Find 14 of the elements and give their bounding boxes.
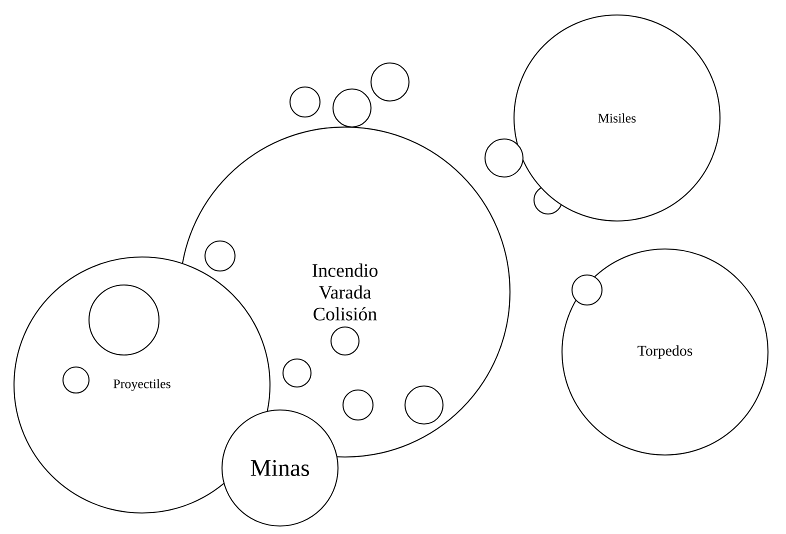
small-circle <box>88 284 160 356</box>
bubble: Minas <box>221 409 339 527</box>
small-circle <box>484 138 524 178</box>
small-circle <box>330 326 360 356</box>
small-circle <box>342 389 374 421</box>
bubble: Torpedos <box>562 248 769 456</box>
small-circle <box>282 358 312 388</box>
small-circle <box>332 88 372 128</box>
small-circle <box>204 240 236 272</box>
small-circle <box>289 86 321 118</box>
small-circle <box>370 62 410 102</box>
bubble: Misiles <box>514 14 721 222</box>
small-circle <box>404 385 444 425</box>
small-circle <box>62 366 90 394</box>
